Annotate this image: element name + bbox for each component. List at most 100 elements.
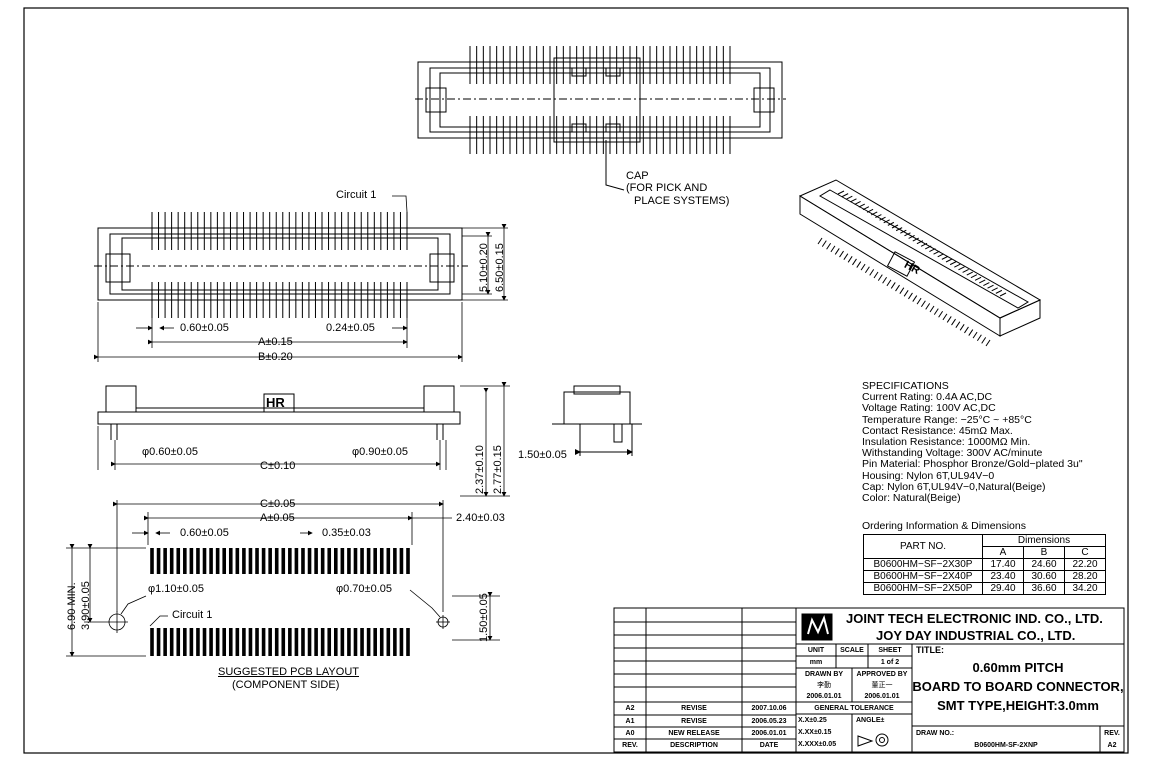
pcb-pad (281, 548, 286, 574)
col-b: B (1023, 546, 1065, 559)
iso-pin (981, 337, 987, 344)
cell-part: B0600HM−SF−2X50P (863, 582, 983, 595)
pcb-c005: C±0.05 (260, 498, 296, 510)
iso-contact (991, 287, 998, 292)
ordering-heading: Ordering Information & Dimensions (862, 520, 1026, 532)
iso-contact (987, 284, 994, 289)
side-view (97, 385, 461, 440)
cell-a: 29.40 (982, 582, 1024, 595)
unit-label: UNIT (807, 647, 825, 654)
end-view (552, 385, 642, 456)
dim-277: 2.77±0.15 (492, 445, 504, 494)
pcb-pad (333, 548, 338, 574)
pcb-pad (235, 628, 240, 656)
iso-pin (847, 256, 853, 263)
company-name-2: JOY DAY INDUSTRIAL CO., LTD. (876, 628, 1076, 643)
pcb-pad (176, 628, 181, 656)
iso-pin (933, 308, 939, 315)
drawn-by-name: 李勤 (817, 682, 831, 689)
pcb-pad (294, 628, 299, 656)
pcb-layout-dims (66, 500, 500, 657)
tolerance-3: X.XXX±0.05 (798, 741, 837, 748)
pcb-pad (196, 628, 200, 656)
iso-pin (920, 300, 926, 308)
pcb-pad (215, 628, 220, 656)
scale-label: SCALE (840, 647, 864, 654)
pcb-pad (196, 548, 200, 574)
pcb-pad (301, 628, 305, 656)
iso-contact (883, 219, 890, 224)
pcb-pad (202, 628, 207, 656)
cell-c: 28.20 (1064, 570, 1106, 583)
pcb-pitch: 0.60±0.05 (180, 527, 229, 539)
iso-pin (882, 276, 888, 284)
top-view-pins-lower (469, 116, 731, 154)
isometric-connector (798, 179, 1042, 337)
dim-phi060: φ0.60±0.05 (142, 446, 198, 458)
unit-value: mm (809, 659, 823, 666)
pcb-pad (373, 628, 377, 656)
iso-pin (946, 316, 952, 323)
pcb-pad (393, 628, 397, 656)
iso-contact (846, 195, 853, 200)
iso-contact (983, 282, 990, 286)
iso-contact (858, 203, 865, 208)
dim-phi090: φ0.90±0.05 (352, 446, 408, 458)
pcb-pad (255, 548, 259, 574)
iso-pin (964, 326, 969, 334)
pcb-pad (379, 628, 384, 656)
drawno-label: DRAW NO.: (916, 730, 955, 737)
iso-pin (972, 331, 978, 339)
approved-by-label: APPROVED BY (856, 671, 908, 678)
rev-row-desc: REVISE (681, 718, 707, 725)
iso-pin (877, 274, 883, 281)
pcb-pad (274, 548, 279, 574)
dim-237: 2.37±0.10 (474, 445, 486, 494)
iso-pin (860, 263, 866, 271)
pcb-pad (248, 548, 253, 574)
pcb-pad (307, 628, 312, 656)
iso-contact (862, 206, 870, 211)
rev-value: A2 (1107, 742, 1117, 749)
pcb-pad (261, 548, 266, 574)
iso-pin (968, 329, 974, 336)
dim-510: 5.10±0.20 (478, 243, 490, 292)
cap-note-line1: (FOR PICK AND (626, 182, 708, 194)
dim-650: 6.50±0.15 (494, 243, 506, 292)
pcb-pad (169, 628, 174, 656)
front-view-dims (94, 195, 508, 362)
pcb-pad (288, 628, 292, 656)
dim-c010: C±0.10 (260, 460, 296, 472)
pcb-pad (307, 548, 312, 574)
rev-row-date: 2007.10.06 (751, 705, 787, 712)
iso-contact (962, 269, 969, 273)
iso-pin (843, 253, 849, 260)
cell-b: 24.60 (1023, 558, 1065, 571)
title-line-2: BOARD TO BOARD CONNECTOR, (912, 679, 1124, 694)
pcb-pad (386, 548, 391, 574)
specifications: SPECIFICATIONS Current Rating: 0.4A AC,D… (862, 380, 1083, 504)
iso-contact (979, 279, 986, 284)
top-view-cap (415, 57, 786, 143)
iso-contact (937, 253, 944, 258)
pcb-pad (235, 548, 240, 574)
rev-header-desc: DESCRIPTION (670, 742, 718, 749)
pcb-240: 2.40±0.03 (456, 512, 505, 524)
pcb-pad (202, 548, 207, 574)
rev-header-rev: REV. (622, 742, 638, 749)
pcb-pad (156, 548, 161, 574)
iso-pin (873, 271, 879, 279)
rev-row-rev: A0 (625, 730, 635, 737)
iso-pin (890, 282, 896, 289)
iso-contact (887, 221, 895, 226)
iso-pin (839, 250, 844, 258)
pcb-150: 1.50±0.05 (478, 593, 490, 642)
pcb-pad (353, 628, 358, 656)
pcb-pad (189, 548, 194, 574)
spec-line: Pin Material: Phosphor Bronze/Gold−plate… (862, 458, 1083, 471)
pcb-pad (314, 628, 318, 656)
front-view-pins-upper (151, 212, 408, 250)
iso-pin (951, 318, 956, 326)
pcb-pad (340, 628, 345, 656)
pcb-pad (255, 628, 259, 656)
